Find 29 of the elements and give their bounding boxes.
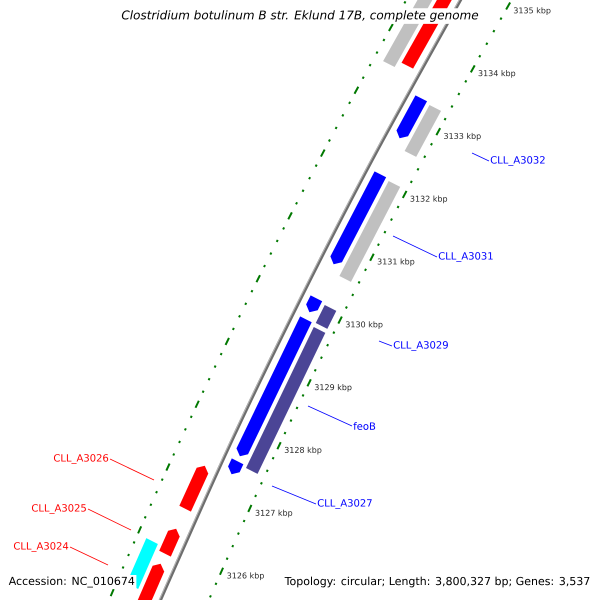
tick-label: 3134 kbp [478, 70, 516, 78]
leader-line [308, 406, 352, 426]
accession-label: Accession: NC_010674 [7, 575, 136, 589]
gene-label: CLL_A3029 [394, 341, 448, 351]
tick-label: 3130 kbp [346, 321, 383, 329]
tick-label: 3133 kbp [444, 132, 481, 141]
leader-line [70, 546, 108, 566]
gene-label: CLL_A3024 [14, 542, 68, 552]
gene-label: CLL_A3027 [318, 499, 372, 509]
gene-label: CLL_A3032 [490, 156, 545, 166]
tick-label: 3129 kbp [314, 384, 352, 392]
genome-info-text: Topology: circular; Length: 3,800,327 bp; Genes: 3,537 [283, 575, 592, 589]
tick-label: 3128 kbp [284, 446, 322, 454]
leader-line [392, 236, 438, 258]
leader-line [472, 152, 490, 162]
tick-label: 3131 kbp [378, 258, 414, 266]
tick-label: 3127 kbp [256, 510, 292, 518]
gene-label: feoB [353, 422, 376, 430]
leader-line [110, 458, 154, 480]
leader-line [88, 508, 132, 530]
title: Clostridium botulinum B str. Eklund 17B, complete genome [119, 8, 481, 24]
leader-line [378, 340, 392, 346]
leader-line [272, 486, 316, 504]
gene-label: CLL_A3025 [32, 504, 86, 514]
gene-label: CLL_A3026 [54, 454, 108, 464]
tick-label: 3135 kbp [514, 7, 551, 15]
tick-label: 3132 kbp [410, 196, 448, 204]
tick-label: 3126 kbp [227, 572, 264, 580]
gene-label: CLL_A3031 [438, 252, 493, 262]
